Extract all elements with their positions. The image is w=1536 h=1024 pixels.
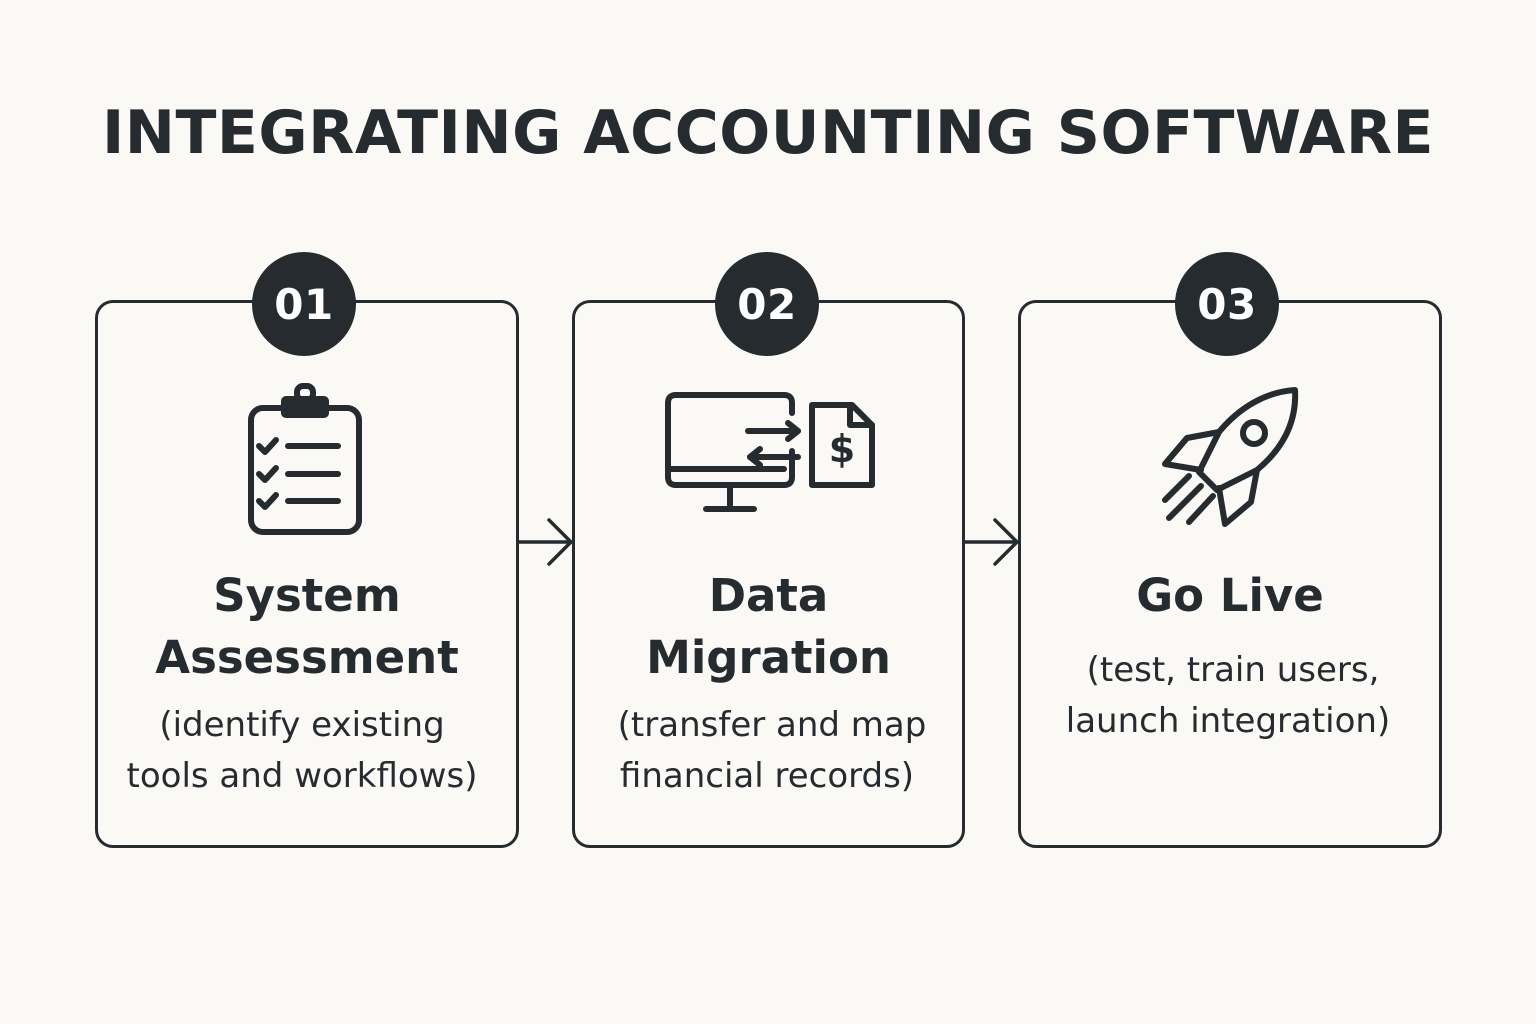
step-title-line: Migration [646,631,891,684]
rocket-icon [1162,387,1299,527]
step-card-data-migration [572,300,965,848]
step-description-line: (identify existing [159,705,445,745]
step-description-line: tools and workflows) [126,756,478,796]
monitor-transfer-dollar-document-icon: $ [665,392,875,512]
step-title-line: Data [708,569,829,622]
step-number-badge-02: 02 [715,252,819,356]
step-number-badge-03: 03 [1175,252,1279,356]
arrow-right-icon [519,518,573,566]
step-card-go-live [1018,300,1442,848]
step-title-line: Go Live [1136,569,1324,622]
step-number-badge-01: 01 [252,252,356,356]
arrow-right-icon [965,518,1019,566]
step-description-line: (transfer and map [617,705,927,745]
step-description-line: (test, train users, [1086,650,1380,690]
step-description-line: financial records) [619,756,915,796]
step-title-line: Assessment [155,631,459,684]
page-title: INTEGRATING ACCOUNTING SOFTWARE [101,98,1435,168]
clipboard-checklist-icon [248,383,362,535]
step-description-line: launch integration) [1065,701,1391,741]
step-title-line: System [213,569,401,622]
svg-text:$: $ [829,427,855,471]
step-card-system-assessment [95,300,519,848]
